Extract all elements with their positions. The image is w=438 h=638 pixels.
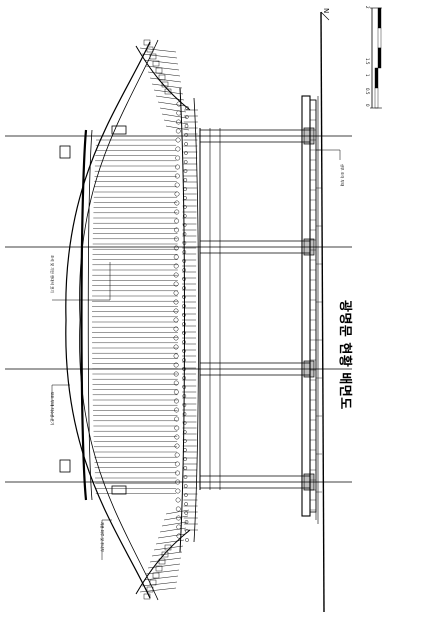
annotation-label: 보조 부재 치수선 표기 xyxy=(50,392,54,426)
ground-line xyxy=(320,11,325,613)
annotation-label: 초석 및 기단 장대석 표기 xyxy=(50,255,54,293)
scale-label: 2 xyxy=(365,6,370,9)
roof-outline xyxy=(65,41,151,599)
scale-bar xyxy=(370,7,382,109)
north-mark: N xyxy=(322,8,330,14)
drawing-title: 광명문 현황 배면도 xyxy=(337,300,352,410)
annotation-label: 지붕 마루 및 추녀부 xyxy=(100,522,104,552)
podium xyxy=(301,95,311,517)
annotation-label: 상부 조각 부재 xyxy=(340,164,344,187)
scale-label: 1 xyxy=(365,74,370,77)
scale-label: 1.5 xyxy=(365,58,370,65)
scale-label: 0.5 xyxy=(365,88,370,95)
scale-label: 0 xyxy=(365,104,370,107)
